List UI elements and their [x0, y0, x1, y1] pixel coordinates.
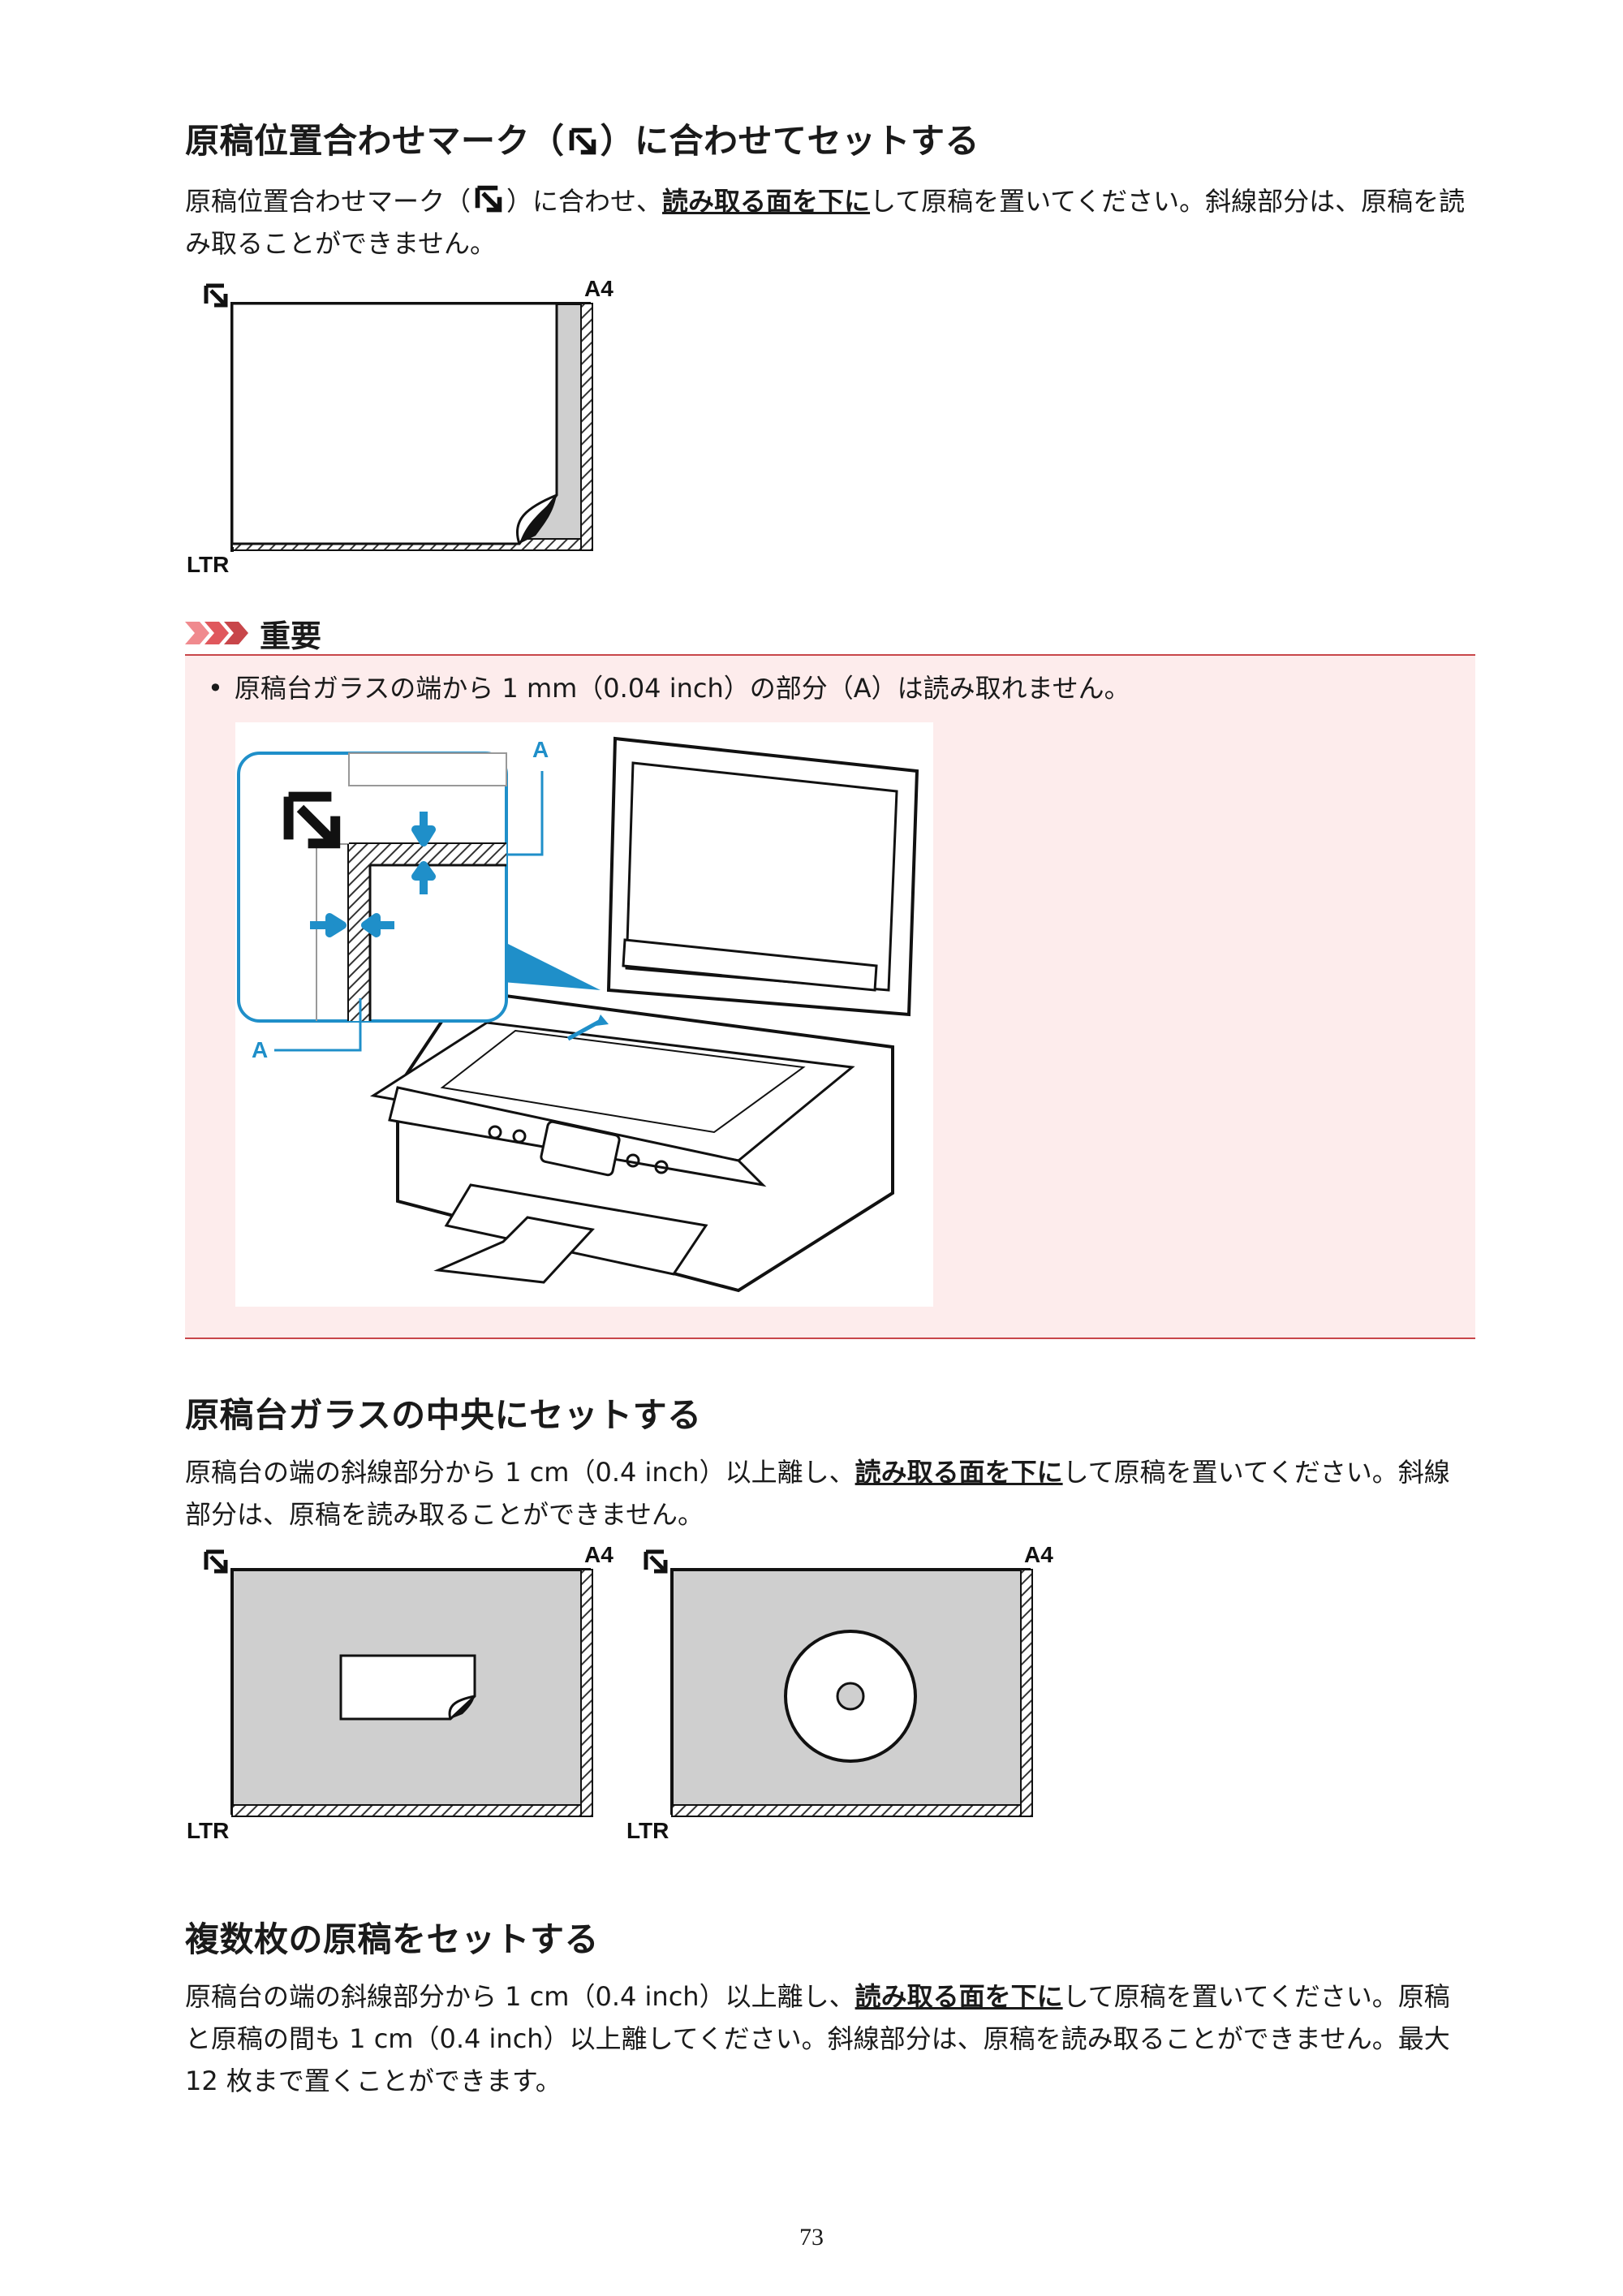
- section2-heading: 原稿台ガラスの中央にセットする: [185, 1395, 702, 1435]
- a4-label: A4: [1024, 1542, 1053, 1567]
- a4-label: A4: [584, 1542, 613, 1567]
- section1-paragraph: 原稿位置合わせマーク（）に合わせ、読み取る面を下にして原稿を置いてください。斜線…: [185, 184, 1466, 259]
- platen-diagram: [187, 276, 593, 552]
- section3-heading: 複数枚の原稿をセットする: [185, 1919, 600, 1959]
- section1-heading: 原稿位置合わせマーク（）に合わせてセットする: [185, 121, 980, 161]
- scanner-glass-diagram: [237, 736, 919, 1293]
- figure-center-document: A4 LTR: [187, 1542, 625, 1850]
- platen-diagram: [626, 1542, 1033, 1817]
- section2-paragraph: 原稿台の端の斜線部分から 1 cm（0.4 inch）以上離し、読み取る面を下に…: [185, 1457, 1450, 1530]
- alignment-mark-icon: [474, 184, 503, 213]
- ltr-label: LTR: [187, 1818, 230, 1843]
- important-box: •原稿台ガラスの端から 1 mm（0.04 inch）の部分（A）は読み取れませ…: [185, 654, 1475, 1339]
- important-title: 重要: [185, 615, 321, 654]
- ltr-label: LTR: [187, 552, 230, 577]
- printer-illustration: A A: [235, 722, 933, 1307]
- platen-diagram: [187, 1542, 593, 1817]
- important-bullet: •原稿台ガラスの端から 1 mm（0.04 inch）の部分（A）は読み取れませ…: [208, 673, 1130, 704]
- section3-paragraph: 原稿台の端の斜線部分から 1 cm（0.4 inch）以上離し、読み取る面を下に…: [185, 1981, 1450, 2096]
- callout-a-top: A: [532, 737, 549, 762]
- important-chevrons-icon: [185, 622, 248, 644]
- alignment-mark-icon: [568, 127, 597, 156]
- figure-align-corner: A4 LTR: [187, 276, 625, 584]
- figure-center-disc: A4 LTR: [626, 1542, 1065, 1850]
- page-number: 73: [799, 2224, 824, 2251]
- ltr-label: LTR: [626, 1818, 669, 1843]
- a4-label: A4: [584, 276, 613, 301]
- callout-a-bottom: A: [252, 1037, 269, 1062]
